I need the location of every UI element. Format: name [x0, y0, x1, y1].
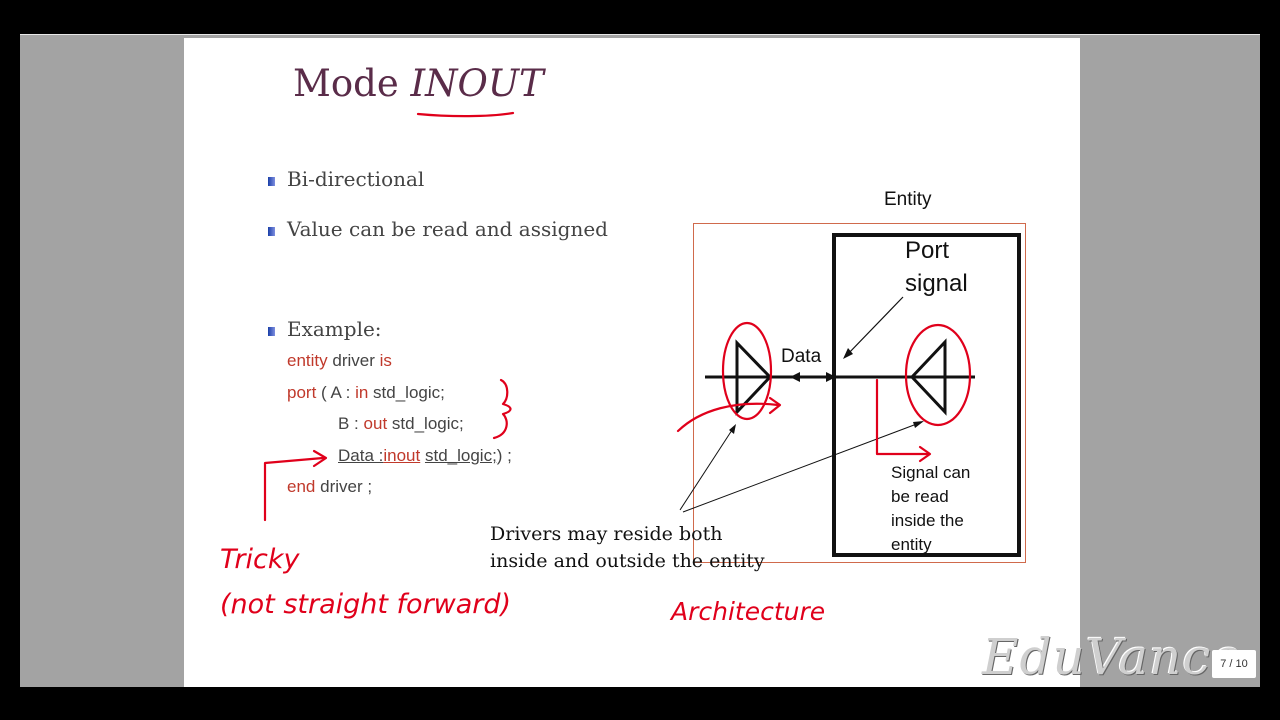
handwriting-tricky: Tricky — [220, 544, 300, 575]
outer-frame — [693, 223, 1026, 563]
bullet-text-2: Value can be read and assigned — [287, 217, 608, 241]
outside-signal-arrow-ink — [676, 402, 780, 433]
inside-driver-circle-ink — [904, 323, 972, 427]
port-pointer-line — [845, 296, 904, 357]
signal-note-line: be read — [891, 487, 949, 506]
code-line-2: port ( A : in std_logic; — [287, 383, 445, 403]
drivers-note-line: inside and outside the entity — [490, 550, 765, 572]
code-text: ( A : — [321, 383, 351, 402]
port-label: Port — [905, 237, 950, 264]
bullet-marker-3 — [268, 327, 275, 336]
code-text: Data : — [338, 446, 384, 465]
code-text: driver ; — [320, 477, 373, 496]
drivers-note: Drivers may reside both inside and outsi… — [490, 521, 765, 575]
code-keyword: entity — [287, 351, 328, 370]
slide-title: Mode INOUT — [293, 62, 544, 105]
signal-note: Signal can be read inside the entity — [891, 461, 970, 557]
pointer-to-inout-ink — [263, 456, 325, 522]
brace-ink — [492, 378, 512, 440]
signal-label: signal — [905, 270, 968, 297]
inside-signal-arrow-ink — [875, 378, 930, 456]
bullet-text-1: Bi-directional — [287, 167, 425, 191]
code-text: std_logic; — [424, 446, 497, 465]
bullet-marker-1 — [268, 177, 275, 186]
outside-driver-circle-ink — [721, 321, 773, 421]
code-text: std_logic; — [373, 383, 445, 402]
entity-label: Entity — [884, 189, 932, 210]
code-text: driver — [332, 351, 375, 370]
code-text: std_logic; — [391, 414, 464, 433]
code-keyword: is — [379, 351, 392, 370]
code-keyword: end — [287, 477, 316, 496]
slide-canvas — [184, 38, 1080, 687]
driver-pointer-arrow-icon — [729, 424, 736, 434]
code-line-1: entity driver is — [287, 351, 392, 371]
bullet-text-3: Example: — [287, 317, 382, 341]
page-indicator[interactable]: 7 / 10 — [1212, 650, 1256, 678]
code-keyword: inout — [383, 446, 421, 465]
data-label: Data — [781, 346, 822, 367]
inside-driver-icon — [909, 338, 947, 416]
outside-driver-icon — [735, 339, 773, 416]
signal-note-line: entity — [891, 535, 932, 554]
inside-signal-arrowhead-ink — [918, 445, 932, 463]
port-pointer-arrow-icon — [843, 348, 853, 359]
title-underline-ink — [416, 111, 515, 118]
bullet-marker-2 — [268, 227, 275, 236]
code-line-3: B : out std_logic; — [338, 414, 464, 434]
driver-pointer-arrow-icon — [913, 421, 924, 428]
driver-pointer-line-2 — [682, 421, 923, 513]
code-keyword: port — [287, 383, 317, 402]
stage-top-edge — [20, 34, 1260, 35]
code-keyword: out — [363, 414, 388, 433]
entity-box — [832, 233, 1021, 557]
title-emphasis: INOUT — [410, 62, 544, 105]
pointer-to-inout-arrowhead-ink — [312, 449, 328, 468]
code-text: ) ; — [496, 446, 512, 465]
arrow-right-icon — [826, 372, 836, 382]
drivers-note-line: Drivers may reside both — [490, 523, 723, 545]
signal-note-line: Signal can — [891, 463, 971, 482]
title-main: Mode — [293, 62, 399, 105]
eduvance-logo: EduVance — [982, 628, 1242, 686]
handwriting-architecture: Architecture — [669, 597, 825, 626]
handwriting-not-straight: (not straight forward) — [220, 589, 511, 620]
arrow-left-icon — [790, 372, 800, 382]
outside-signal-arrowhead-ink — [768, 396, 782, 415]
code-line-4: Data :inout std_logic;) ; — [338, 446, 512, 466]
code-line-5: end driver ; — [287, 477, 372, 497]
code-keyword: in — [355, 383, 369, 402]
driver-pointer-line-1 — [679, 426, 735, 511]
code-text: B : — [338, 414, 359, 433]
signal-note-line: inside the — [891, 511, 964, 530]
